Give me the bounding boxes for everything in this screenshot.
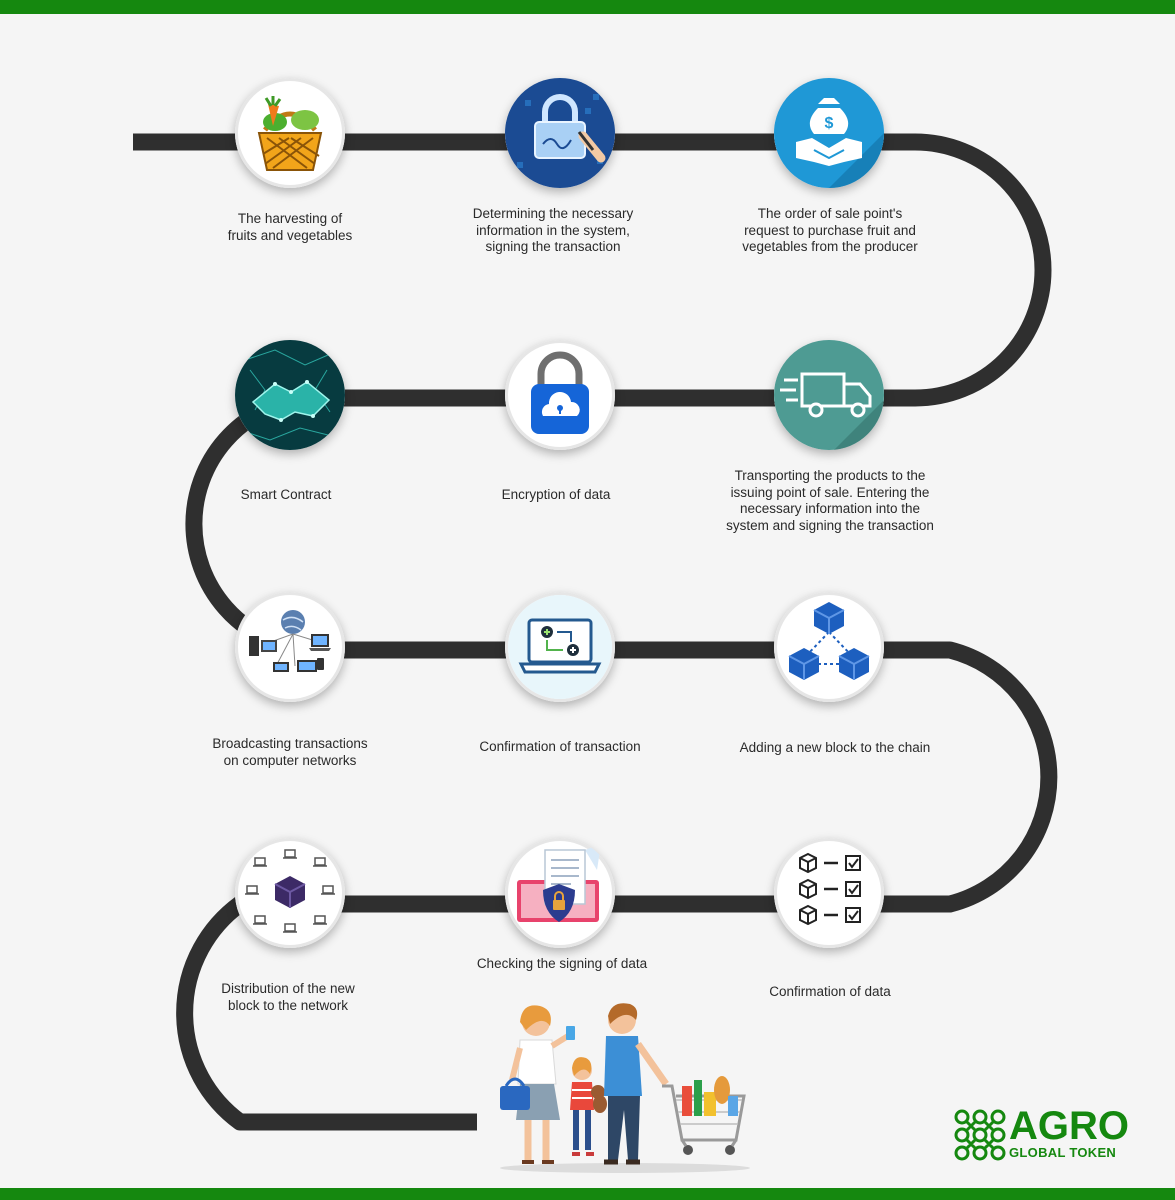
digital-handshake-icon [235, 340, 345, 450]
step-label-check-signing: Checking the signing of data [476, 956, 648, 971]
step-label-order: The order of sale point's request to pur… [742, 206, 918, 254]
family-shopping-cart-illustration [500, 1003, 750, 1173]
logo-mark-icon [954, 1109, 1006, 1161]
step-label-confirm-transaction: Confirmation of transaction [479, 739, 641, 754]
digital-signature-lock-icon [505, 78, 615, 188]
step-label-encryption: Encryption of data [501, 487, 611, 502]
laptop-transfer-icon [505, 592, 615, 702]
delivery-truck-icon [774, 340, 884, 450]
brand-name: AGRO [1009, 1104, 1129, 1148]
step-label-add-block: Adding a new block to the chain [739, 740, 931, 755]
brand-tagline: GLOBAL TOKEN [1009, 1145, 1117, 1160]
block-distribution-icon [235, 838, 345, 948]
computer-network-icon [235, 592, 345, 702]
agro-global-token-logo: AGRO GLOBAL TOKEN [953, 1106, 1143, 1164]
step-label-determine: Determining the necessary information in… [472, 206, 634, 254]
step-label-broadcast: Broadcasting transactions on computer ne… [212, 736, 368, 768]
step-label-confirm-data: Confirmation of data [769, 984, 891, 999]
step-label-distribute: Distribution of the new block to the net… [221, 981, 355, 1013]
bottom-green-band [0, 1188, 1175, 1200]
shield-document-icon [505, 838, 615, 948]
step-label-harvest: The harvesting of fruits and vegetables [227, 211, 353, 243]
svg-text:$: $ [825, 115, 834, 132]
vegetable-basket-icon [235, 78, 345, 188]
cloud-padlock-icon [505, 340, 615, 450]
step-label-transport: Transporting the products to the issuing… [726, 468, 934, 533]
cube-checklist-icon [774, 838, 884, 948]
money-bag-handshake-icon: $ [774, 78, 884, 188]
top-green-band [0, 0, 1175, 14]
step-label-smart-contract: Smart Contract [240, 487, 332, 502]
blockchain-cubes-icon [774, 592, 884, 702]
